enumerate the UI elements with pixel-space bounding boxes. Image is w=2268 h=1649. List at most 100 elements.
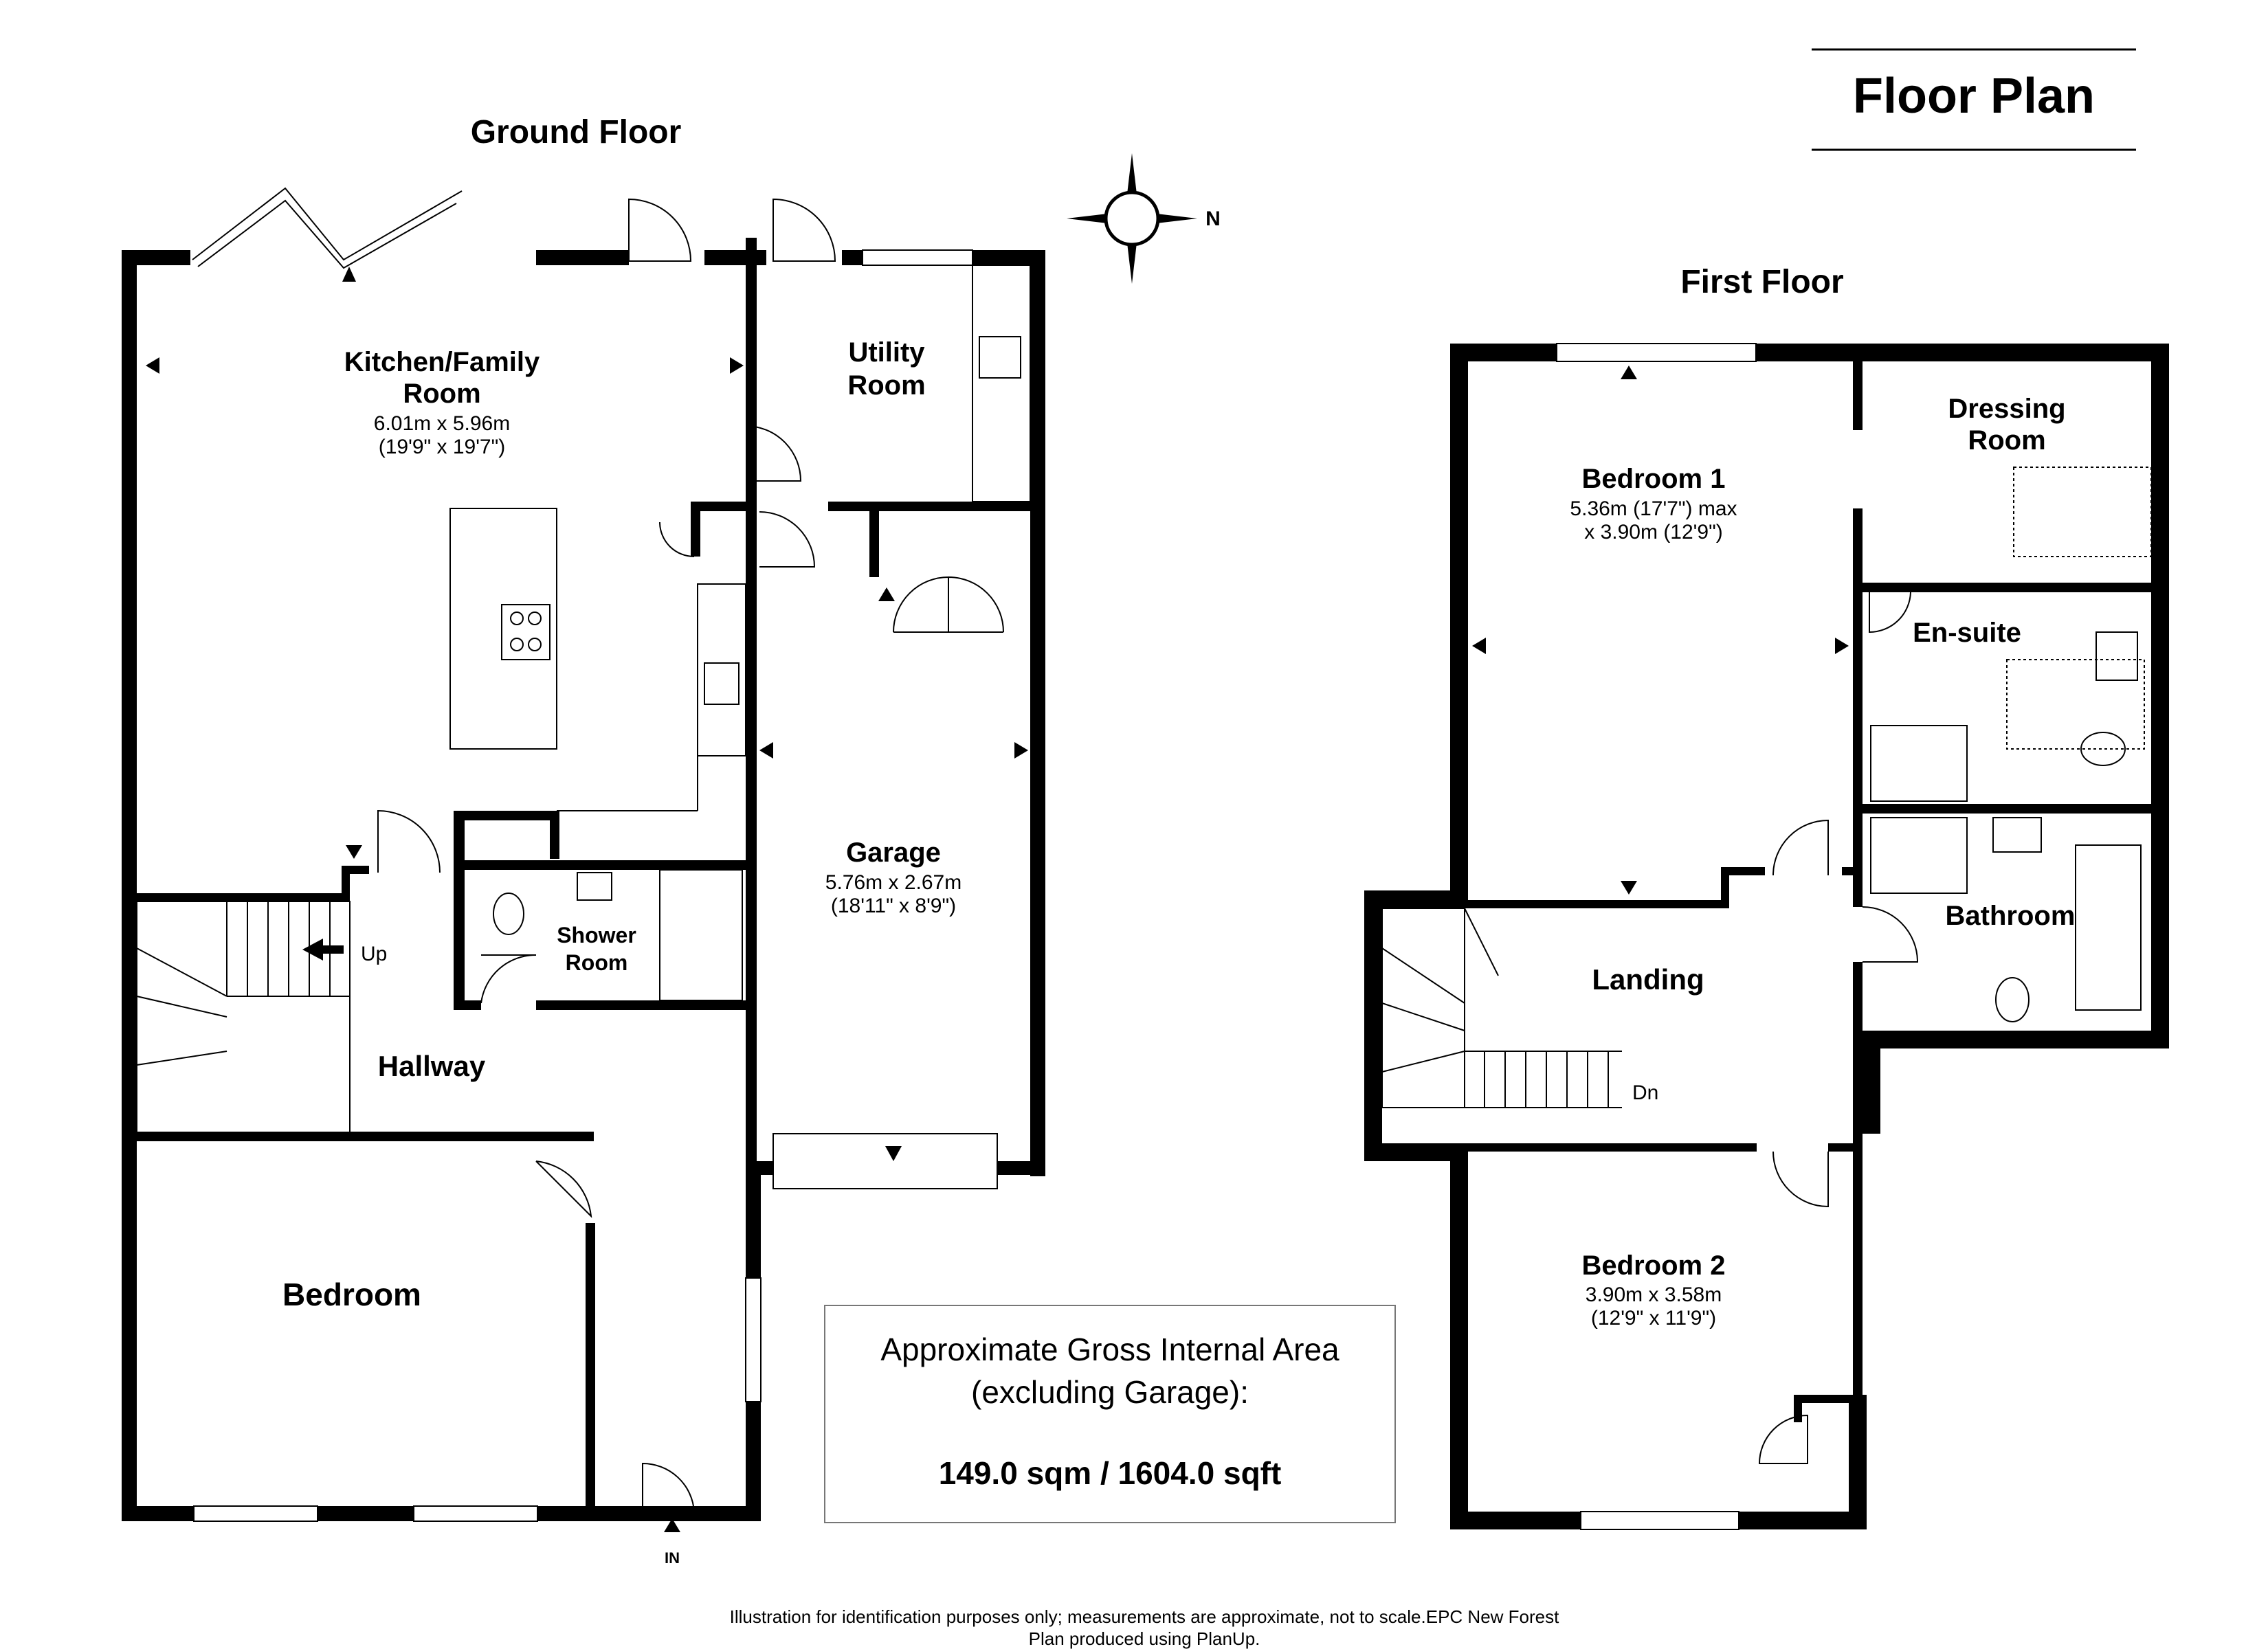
ff-wall-dressing-west-1 [1853, 361, 1863, 430]
shower-name-line2: Room [566, 950, 628, 975]
gf-wall-garage-cupboard [869, 502, 879, 577]
ff-wall-bed2-cupboard-top [1794, 1395, 1863, 1403]
utility-name-line2: Room [847, 370, 925, 401]
front-door[interactable] [642, 1462, 695, 1512]
cupboard-door[interactable] [659, 521, 695, 557]
kitchen-dims-imperial: (19'9" x 19'7") [379, 436, 506, 458]
dressing-name-line2: Room [1968, 425, 2045, 456]
gf-wall-north-2 [536, 250, 629, 265]
header: Floor Plan [1812, 48, 2136, 151]
ensuite-door[interactable] [1869, 592, 1911, 633]
gf-wall-cupboard-side [691, 502, 700, 557]
gf-wall-stairs-top [137, 893, 350, 901]
stairs-hall-door[interactable] [377, 809, 441, 873]
utility-back-door[interactable] [772, 198, 836, 262]
bathroom-door[interactable] [1862, 906, 1919, 963]
entrance-label: IN [665, 1549, 680, 1567]
ff-wall-bed2-west [1450, 1143, 1468, 1529]
ff-wall-landing-west [1364, 890, 1382, 1161]
utility-window [862, 249, 973, 266]
gf-wall-north-4 [842, 250, 863, 265]
ff-wall-bed2-top-1 [1468, 1143, 1757, 1152]
gf-wall-kitchen-utility [746, 250, 757, 415]
gf-wall-utility-bottom [828, 502, 1045, 511]
garage-dims-imperial: (18'11" x 8'9") [831, 895, 956, 917]
gf-wall-shower-bottom [536, 1000, 757, 1010]
bedroom2-cupboard-door[interactable] [1758, 1414, 1808, 1464]
kitchen-arrow-right [730, 357, 744, 374]
bathroom-name: Bathroom [1946, 901, 2076, 931]
bifold-door-inner [197, 199, 457, 269]
ensuite-name: En-suite [1913, 618, 2021, 648]
ground-floor-title: Ground Floor [471, 114, 682, 150]
utility-counter [972, 265, 1031, 502]
gf-wall-garage-west [746, 238, 757, 1164]
stairs-down-label: Dn [1632, 1081, 1658, 1104]
gf-wall-garage-bottom-left [746, 1161, 773, 1175]
bed1-arrow-left [1472, 638, 1486, 654]
hob-ring-icon [528, 612, 542, 625]
garage-utility-door[interactable] [759, 511, 816, 568]
gf-wall-shower-top-3 [454, 860, 746, 870]
ground-floor-stairs [136, 901, 351, 1136]
garage-name: Garage [846, 838, 941, 868]
kitchen-name-line2: Room [403, 379, 480, 409]
dressing-name-line1: Dressing [1948, 394, 2065, 424]
bathtub-icon [2075, 844, 2142, 1011]
first-floor-stairs [1381, 908, 1622, 1108]
bedroom-door[interactable] [535, 1160, 592, 1218]
gf-wall-stairs-notch [342, 866, 369, 874]
gf-wall-shower-bottom-left [454, 1000, 481, 1010]
bathroom-basin-icon [1992, 817, 2042, 853]
ground-floor-labels: Kitchen/Family Room 6.01m x 5.96m (19'9"… [282, 337, 961, 1312]
bathroom-toilet-icon [1995, 977, 2030, 1022]
bedroom1-name: Bedroom 1 [1582, 464, 1726, 494]
bedroom2-door[interactable] [1772, 1151, 1829, 1208]
footer: Illustration for identification purposes… [730, 1606, 1559, 1649]
garage-dims-metric: 5.76m x 2.67m [825, 871, 961, 894]
ff-wall-landing-top-2 [1721, 867, 1729, 908]
gf-wall-shower-top-2 [550, 811, 559, 859]
shower-room-door[interactable] [480, 954, 537, 1004]
ff-wall-bath-jog [1863, 1031, 1880, 1134]
bathroom-shower-icon [1870, 817, 1968, 894]
ff-wall-east [2151, 344, 2169, 1048]
gf-wall-shower-west [454, 811, 465, 1010]
footer-disclaimer: Illustration for identification purposes… [730, 1606, 1559, 1627]
ensuite-area [2006, 659, 2145, 750]
hallway-window [745, 1277, 761, 1402]
ff-stairwell [1381, 908, 1465, 1108]
gf-wall-cupboard-top [691, 502, 757, 511]
kitchen-sink-icon [704, 662, 740, 705]
bedroom2-name: Bedroom 2 [1582, 1250, 1726, 1281]
stairs-up-label: Up [361, 943, 387, 965]
bedroom1-dims-line2: x 3.90m (12'9") [1584, 521, 1722, 543]
bifold-door[interactable] [192, 187, 463, 261]
garage-door[interactable] [772, 1133, 998, 1189]
ff-wall-bed2-east [1853, 1141, 1863, 1409]
gf-wall-west [122, 250, 137, 1521]
utility-name-line1: Utility [848, 337, 925, 368]
ff-wall-dressing-west-2 [1853, 508, 1863, 577]
kitchen-back-door[interactable] [628, 198, 692, 262]
gf-wall-north-5 [972, 250, 1045, 265]
hob-ring-icon [528, 638, 542, 651]
utility-kitchen-door[interactable] [745, 425, 802, 482]
bedroom1-dims-line1: 5.36m (17'7") max [1570, 497, 1737, 520]
ensuite-shower-icon [1870, 725, 1968, 802]
bedroom2-dims-metric: 3.90m x 3.58m [1586, 1283, 1722, 1306]
bed1-arrow-down [1621, 881, 1637, 895]
garage-cupboard-doors[interactable] [893, 576, 1004, 633]
kitchen-name-line1: Kitchen/Family [344, 347, 540, 377]
garage-arrow-left [759, 742, 773, 759]
stairwell [136, 901, 351, 1136]
gf-wall-north-1 [122, 250, 190, 265]
ff-wall-dressing-south [1863, 583, 2158, 592]
ff-wall-landing-top-4 [1842, 867, 1863, 875]
bedroom2-dims-imperial: (12'9" x 11'9") [1591, 1307, 1716, 1330]
area-line2: (excluding Garage): [971, 1374, 1249, 1410]
hob-icon [501, 604, 551, 660]
bedroom1-door[interactable] [1772, 819, 1829, 876]
bedroom-window-2 [413, 1505, 538, 1522]
landing-name: Landing [1592, 963, 1704, 996]
